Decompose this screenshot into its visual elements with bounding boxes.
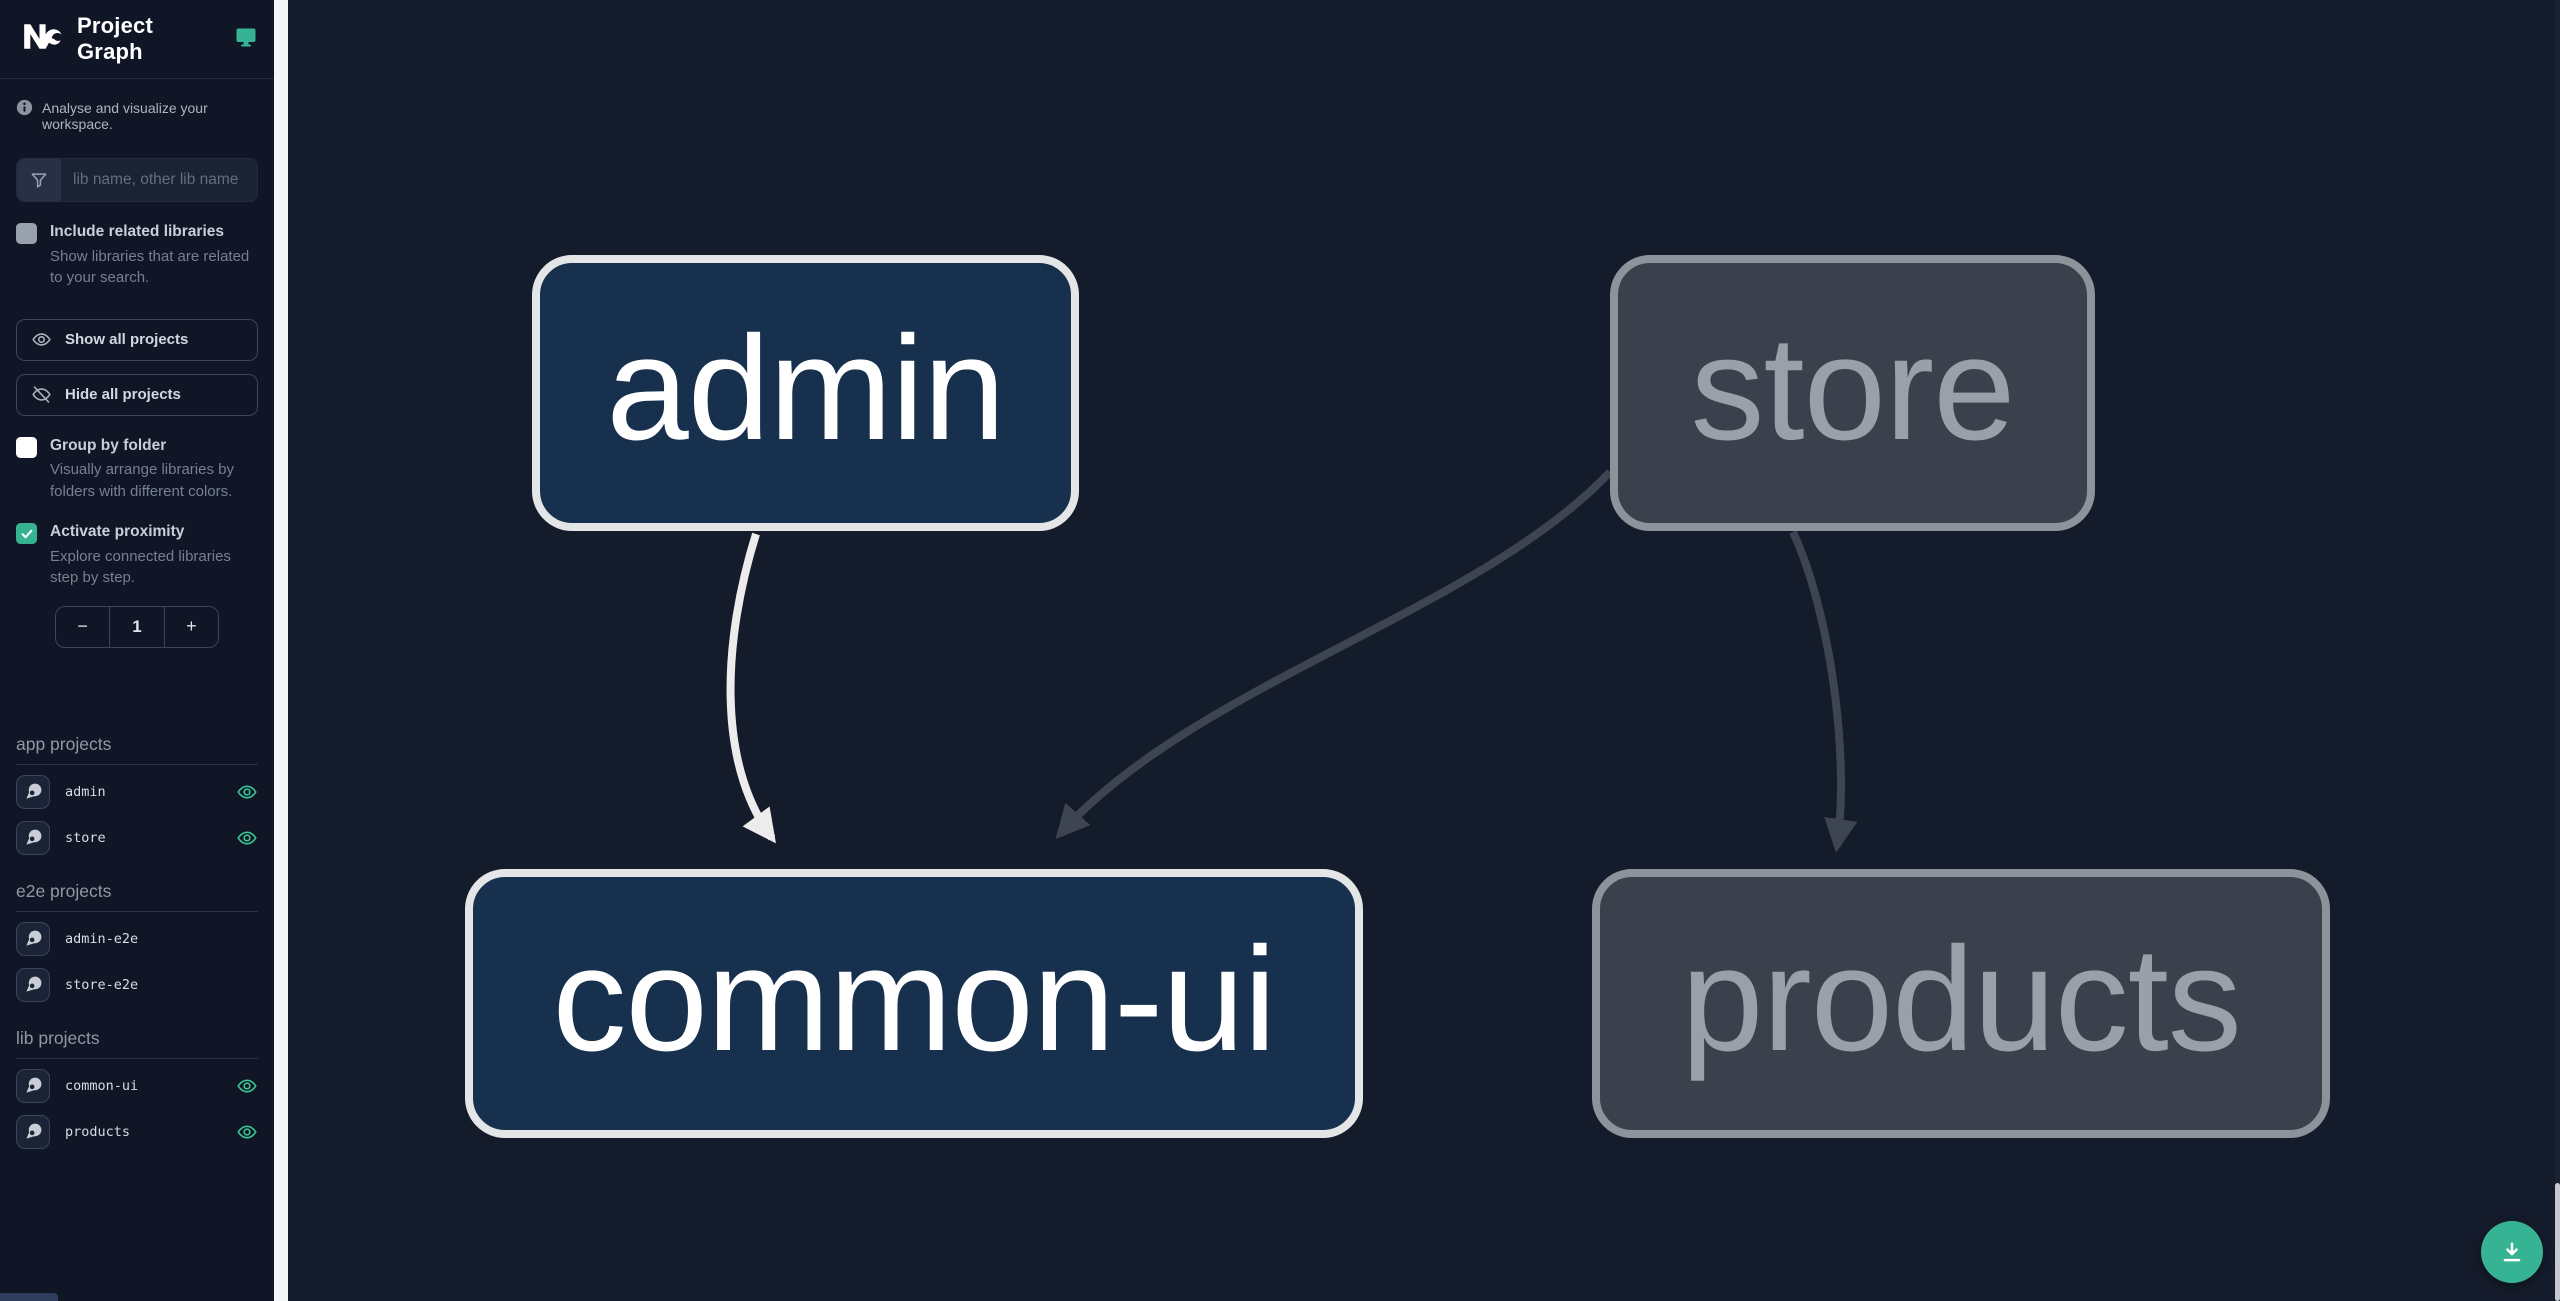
eye-icon xyxy=(32,333,51,346)
include-related-option[interactable]: Include related libraries Show libraries… xyxy=(0,222,274,289)
focus-project-button[interactable] xyxy=(16,921,50,956)
option-label: Group by folder xyxy=(50,436,167,454)
section-title: e2e projects xyxy=(16,881,258,912)
graph-node-store[interactable]: store xyxy=(1610,255,2095,531)
decrement-button[interactable]: − xyxy=(56,607,109,647)
activate-proximity-checkbox[interactable] xyxy=(16,523,37,545)
activate-proximity-option[interactable]: Activate proximity Explore connected lib… xyxy=(0,522,274,589)
workspace-tagline: Analyse and visualize your workspace. xyxy=(0,79,274,132)
project-row-store-e2e: store-e2e xyxy=(0,966,274,1004)
project-row-admin-e2e: admin-e2e xyxy=(0,920,274,958)
info-icon xyxy=(16,99,33,116)
project-name: common-ui xyxy=(65,1077,139,1094)
depth-value: 1 xyxy=(109,606,163,647)
project-name: admin-e2e xyxy=(65,930,139,947)
focus-project-icon xyxy=(25,1077,41,1093)
project-lists: app projects admin xyxy=(0,710,274,1151)
focus-project-icon xyxy=(25,930,41,946)
project-row-admin: admin xyxy=(0,773,274,811)
focus-project-icon xyxy=(25,783,41,799)
dependency-edges xyxy=(726,469,1858,853)
search-input[interactable] xyxy=(61,159,257,201)
project-name: admin xyxy=(65,783,106,800)
graph-node-common-ui[interactable]: common-ui xyxy=(465,869,1363,1138)
increment-button[interactable]: + xyxy=(163,606,218,647)
option-label: Activate proximity xyxy=(50,523,185,541)
node-label: common-ui xyxy=(552,916,1277,1082)
project-name: store xyxy=(65,829,106,846)
monitor-icon[interactable] xyxy=(234,25,258,54)
option-description: Explore connected libraries step by step… xyxy=(50,547,231,587)
group-by-folder-option[interactable]: Group by folder Visually arrange librari… xyxy=(0,436,274,503)
sidebar-resize-gutter[interactable] xyxy=(274,0,288,1301)
filter-funnel-icon xyxy=(17,159,61,201)
sidebar: Project Graph Analyse and visualize your… xyxy=(0,0,274,1301)
option-description: Show libraries that are related to your … xyxy=(50,247,250,287)
canvas-vertical-scrollbar-thumb[interactable] xyxy=(2555,1183,2560,1301)
edge-store-to-common-ui[interactable] xyxy=(1055,469,1613,840)
section-lib-projects: lib projects common-ui xyxy=(0,1028,274,1151)
focus-project-icon xyxy=(25,976,41,992)
project-row-store: store xyxy=(0,819,274,857)
focus-project-button[interactable] xyxy=(16,1068,50,1103)
toggle-visibility-eye-icon[interactable] xyxy=(236,781,258,803)
eye-off-icon xyxy=(32,386,51,403)
project-name: products xyxy=(65,1123,131,1140)
download-icon xyxy=(2503,1242,2521,1262)
nx-logo xyxy=(16,12,65,66)
canvas-vertical-scrollbar-track[interactable] xyxy=(2555,0,2560,1301)
check-icon xyxy=(21,529,32,538)
show-all-projects-button[interactable]: Show all projects xyxy=(16,318,258,361)
edge-admin-to-common-ui[interactable] xyxy=(726,532,776,844)
project-row-common-ui: common-ui xyxy=(0,1067,274,1105)
section-app-projects: app projects admin xyxy=(0,734,274,857)
node-label: admin xyxy=(606,306,1005,471)
option-description: Visually arrange libraries by folders wi… xyxy=(50,461,234,500)
focus-project-icon xyxy=(25,1123,41,1139)
node-label: products xyxy=(1681,916,2242,1082)
page-title: Project Graph xyxy=(77,13,153,64)
graph-node-admin[interactable]: admin xyxy=(532,255,1079,531)
graph-canvas[interactable]: admin store common-ui products xyxy=(288,0,2560,1301)
sidebar-header: Project Graph xyxy=(0,0,274,79)
graph-node-products[interactable]: products xyxy=(1592,869,2330,1138)
node-label: store xyxy=(1690,306,2015,471)
group-by-folder-checkbox[interactable] xyxy=(16,436,37,458)
edge-store-to-products[interactable] xyxy=(1789,530,1858,853)
focus-project-button[interactable] xyxy=(16,774,50,809)
project-name: store-e2e xyxy=(65,976,139,993)
toggle-visibility-eye-icon[interactable] xyxy=(236,827,258,849)
proximity-depth-stepper: − 1 + xyxy=(55,605,219,648)
focus-project-button[interactable] xyxy=(16,820,50,855)
project-filter xyxy=(16,158,258,202)
focus-project-button[interactable] xyxy=(16,967,50,1002)
sidebar-horizontal-scrollbar-thumb[interactable] xyxy=(0,1293,58,1301)
focus-project-icon xyxy=(25,829,41,845)
include-related-checkbox[interactable] xyxy=(16,223,37,244)
project-row-products: products xyxy=(0,1113,274,1151)
download-graph-button[interactable] xyxy=(2481,1221,2543,1283)
focus-project-button[interactable] xyxy=(16,1114,50,1149)
option-label: Include related libraries xyxy=(50,223,225,240)
toggle-visibility-eye-icon[interactable] xyxy=(236,1121,258,1143)
section-e2e-projects: e2e projects admin-e2e xyxy=(0,881,274,1004)
hide-all-projects-button[interactable]: Hide all projects xyxy=(16,373,258,416)
section-title: lib projects xyxy=(16,1028,258,1059)
section-title: app projects xyxy=(16,734,258,765)
toggle-visibility-eye-icon[interactable] xyxy=(236,1075,258,1097)
